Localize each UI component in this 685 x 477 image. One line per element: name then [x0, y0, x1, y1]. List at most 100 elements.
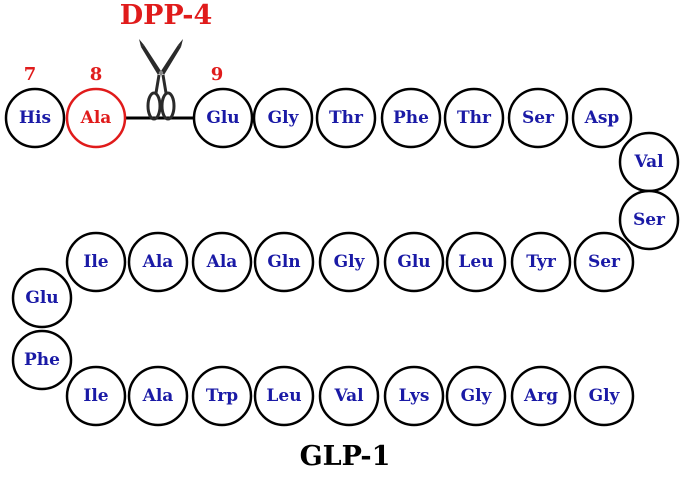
residue-circle	[253, 365, 315, 427]
position-label-7: 7	[24, 64, 37, 85]
residue-label: Phe	[393, 108, 429, 128]
residue-label: Ala	[142, 252, 174, 272]
residue-label: Gly	[461, 386, 493, 406]
residue-circle	[318, 231, 380, 293]
residue-22: Gly	[318, 231, 380, 293]
residue-circle	[127, 231, 189, 293]
residue-circle	[380, 87, 442, 149]
residue-circle	[510, 365, 572, 427]
residue-label: Tyr	[526, 252, 557, 272]
residue-circle	[127, 365, 189, 427]
residue-7: His	[4, 87, 66, 149]
residue-circle	[65, 365, 127, 427]
residue-label: Ala	[142, 386, 174, 406]
residue-circle	[11, 267, 73, 329]
residue-label: Val	[633, 152, 664, 172]
residue-circle	[507, 87, 569, 149]
residue-circle	[571, 87, 633, 149]
residue-29: Ile	[65, 365, 127, 427]
residue-9: Glu	[192, 87, 254, 149]
residue-label: Val	[333, 386, 364, 406]
residue-label: His	[19, 108, 51, 128]
residue-12: Phe	[380, 87, 442, 149]
residue-17: Ser	[618, 189, 680, 251]
residue-circle	[4, 87, 66, 149]
residue-13: Thr	[443, 87, 505, 149]
residue-label: Gly	[589, 386, 621, 406]
residue-label: Asp	[584, 108, 620, 128]
position-label-8: 8	[90, 64, 103, 85]
residue-circle	[573, 231, 635, 293]
residue-label: Lys	[399, 386, 430, 406]
residue-circle	[253, 231, 315, 293]
enzyme-label: DPP-4	[120, 0, 213, 31]
residue-label: Arg	[523, 386, 558, 406]
residue-label: Gly	[334, 252, 366, 272]
residue-label: Ile	[83, 252, 108, 272]
residue-circle	[445, 231, 507, 293]
position-label-9: 9	[211, 64, 224, 85]
residue-30: Ala	[127, 365, 189, 427]
residue-label: Ser	[522, 108, 555, 128]
residue-circle	[445, 365, 507, 427]
residue-circle	[383, 365, 445, 427]
residue-circle	[315, 87, 377, 149]
residue-label: Leu	[458, 252, 493, 272]
residue-label: Glu	[206, 108, 239, 128]
residue-20: Leu	[445, 231, 507, 293]
residue-circle	[191, 365, 253, 427]
residue-label: Ser	[633, 210, 666, 230]
residue-27: Glu	[11, 267, 73, 329]
residue-label: Leu	[266, 386, 301, 406]
residue-31: Trp	[191, 365, 253, 427]
residue-circle	[510, 231, 572, 293]
residue-10: Gly	[252, 87, 314, 149]
residue-37: Gly	[573, 365, 635, 427]
residue-25: Ala	[127, 231, 189, 293]
residue-label: Gly	[268, 108, 300, 128]
residue-36: Arg	[510, 365, 572, 427]
residue-24: Ala	[191, 231, 253, 293]
residue-label: Ser	[588, 252, 621, 272]
residue-21: Glu	[383, 231, 445, 293]
residue-label: Ala	[80, 108, 112, 128]
residue-33: Val	[318, 365, 380, 427]
residue-circle	[65, 231, 127, 293]
residue-circle	[252, 87, 314, 149]
residue-35: Gly	[445, 365, 507, 427]
diagram-title: GLP-1	[300, 441, 391, 472]
residue-label: Thr	[457, 108, 492, 128]
residue-11: Thr	[315, 87, 377, 149]
residue-23: Gln	[253, 231, 315, 293]
residue-16: Val	[618, 131, 680, 193]
residue-28: Phe	[11, 329, 73, 391]
residue-circle	[618, 189, 680, 251]
residue-circle	[65, 87, 127, 149]
residue-label: Glu	[25, 288, 58, 308]
residue-label: Ile	[83, 386, 108, 406]
residue-15: Asp	[571, 87, 633, 149]
residue-circle	[318, 365, 380, 427]
scissors-icon	[139, 39, 183, 121]
residue-circle	[443, 87, 505, 149]
residue-label: Gln	[267, 252, 300, 272]
residue-circle	[383, 231, 445, 293]
residue-34: Lys	[383, 365, 445, 427]
residue-circle	[192, 87, 254, 149]
residue-32: Leu	[253, 365, 315, 427]
residue-label: Phe	[24, 350, 60, 370]
residue-circle	[191, 231, 253, 293]
residue-18: Ser	[573, 231, 635, 293]
residue-label: Ala	[206, 252, 238, 272]
residue-circle	[573, 365, 635, 427]
residue-26: Ile	[65, 231, 127, 293]
residue-label: Glu	[397, 252, 430, 272]
residue-8: Ala	[65, 87, 127, 149]
residue-circle	[11, 329, 73, 391]
residue-19: Tyr	[510, 231, 572, 293]
residue-14: Ser	[507, 87, 569, 149]
residue-label: Thr	[329, 108, 364, 128]
residue-label: Trp	[206, 386, 238, 406]
